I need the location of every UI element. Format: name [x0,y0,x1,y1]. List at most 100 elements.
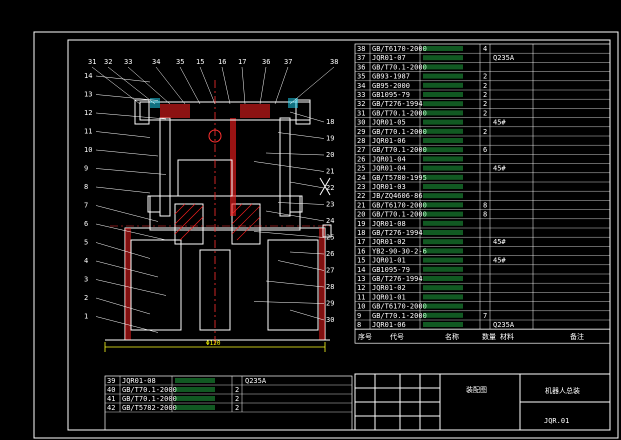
leader-line [95,205,159,222]
base-wall-left [125,228,131,340]
leader-label-right: 23 [326,201,334,209]
part-code: GB/T70.1-2000 [372,63,427,71]
leader-line [289,111,325,123]
leader-label-right: 26 [326,250,334,258]
part-qty: 2 [235,404,239,412]
outer-frame [33,31,619,439]
part-name-field [423,303,463,309]
company-label: 装配图 [466,385,487,394]
leader-line [289,181,325,189]
leader-label-right: 18 [326,118,334,126]
part-number: 32 [357,100,365,108]
parts-list-header-cell: 备注 [570,332,584,341]
leader-label-left: 12 [84,109,92,117]
part-name-field [175,396,215,401]
part-code: GB/T70.1-2000 [372,128,427,136]
part-name-field [423,202,463,208]
part-code: JQR01-08 [372,220,406,228]
leader-line [95,223,167,241]
part-name-field [423,64,463,70]
leader-label-right: 27 [326,267,334,275]
part-number: 15 [357,257,365,265]
part-number: 26 [357,155,365,163]
column-center-hatch [230,118,236,216]
part-material: Q235A [493,54,515,62]
leader-label-left: 1 [84,313,88,321]
drawing-number: JQR.01 [544,417,569,425]
leader-line [199,66,216,105]
part-name-field [423,128,463,134]
part-code: JQR01-08 [122,377,156,385]
part-name-field [423,55,463,61]
top-plate-hatch-right [240,104,270,118]
part-code: GB/T276-1994 [372,100,423,108]
leader-label-top: 31 [88,58,96,66]
leader-label-right: 28 [326,283,334,291]
leader-line [253,231,325,238]
leader-line [289,251,325,255]
part-code: JQR01-06 [372,321,406,329]
leader-label-left: 9 [84,165,88,173]
leader-line [253,301,325,304]
leader-label-top: 16 [218,58,226,66]
bolt-right [288,98,298,108]
leader-line [95,260,159,278]
part-number: 39 [107,377,115,385]
part-name-field [423,312,463,318]
part-number: 21 [357,201,365,209]
part-number: 20 [357,211,365,219]
part-number: 12 [357,284,365,292]
part-qty: 6 [483,146,487,154]
part-number: 16 [357,247,365,255]
part-name-field [423,257,463,263]
leader-line [95,242,151,259]
leader-label-left: 6 [84,220,88,228]
part-number: 19 [357,220,365,228]
leader-label-left: 13 [84,91,92,99]
part-name-field [175,405,215,410]
bearing-right [289,195,303,213]
part-name-field [423,138,463,143]
leader-label-top: 15 [196,58,204,66]
part-code: JQR01-01 [372,293,406,301]
leader-label-left: 4 [84,257,88,265]
leader-line [277,202,325,205]
part-number: 9 [357,312,361,320]
part-name-field [423,276,463,281]
part-name-field [423,184,463,189]
parts-list-header-cell: 名称 [445,332,459,341]
part-code: GB93-1987 [372,73,410,81]
part-number: 10 [357,303,365,311]
part-material: 45# [493,238,506,246]
part-number: 29 [357,128,365,136]
part-name-field [423,119,463,125]
part-qty: 2 [235,386,239,394]
leader-line [95,149,159,157]
part-name-field [175,378,215,383]
part-qty: 2 [483,109,487,117]
column-right [279,117,291,217]
leader-label-right: 22 [326,184,334,192]
leader-line [221,66,231,105]
part-name-field [423,92,463,97]
part-name-field [423,82,463,88]
part-code: JQR01-04 [372,155,406,163]
leader-label-top: 17 [238,58,246,66]
part-number: 38 [357,45,365,53]
part-code: JB/ZQ4606-86 [372,192,423,200]
parts-list-header-cell: 代号 [390,332,404,341]
part-name-field [423,147,463,153]
